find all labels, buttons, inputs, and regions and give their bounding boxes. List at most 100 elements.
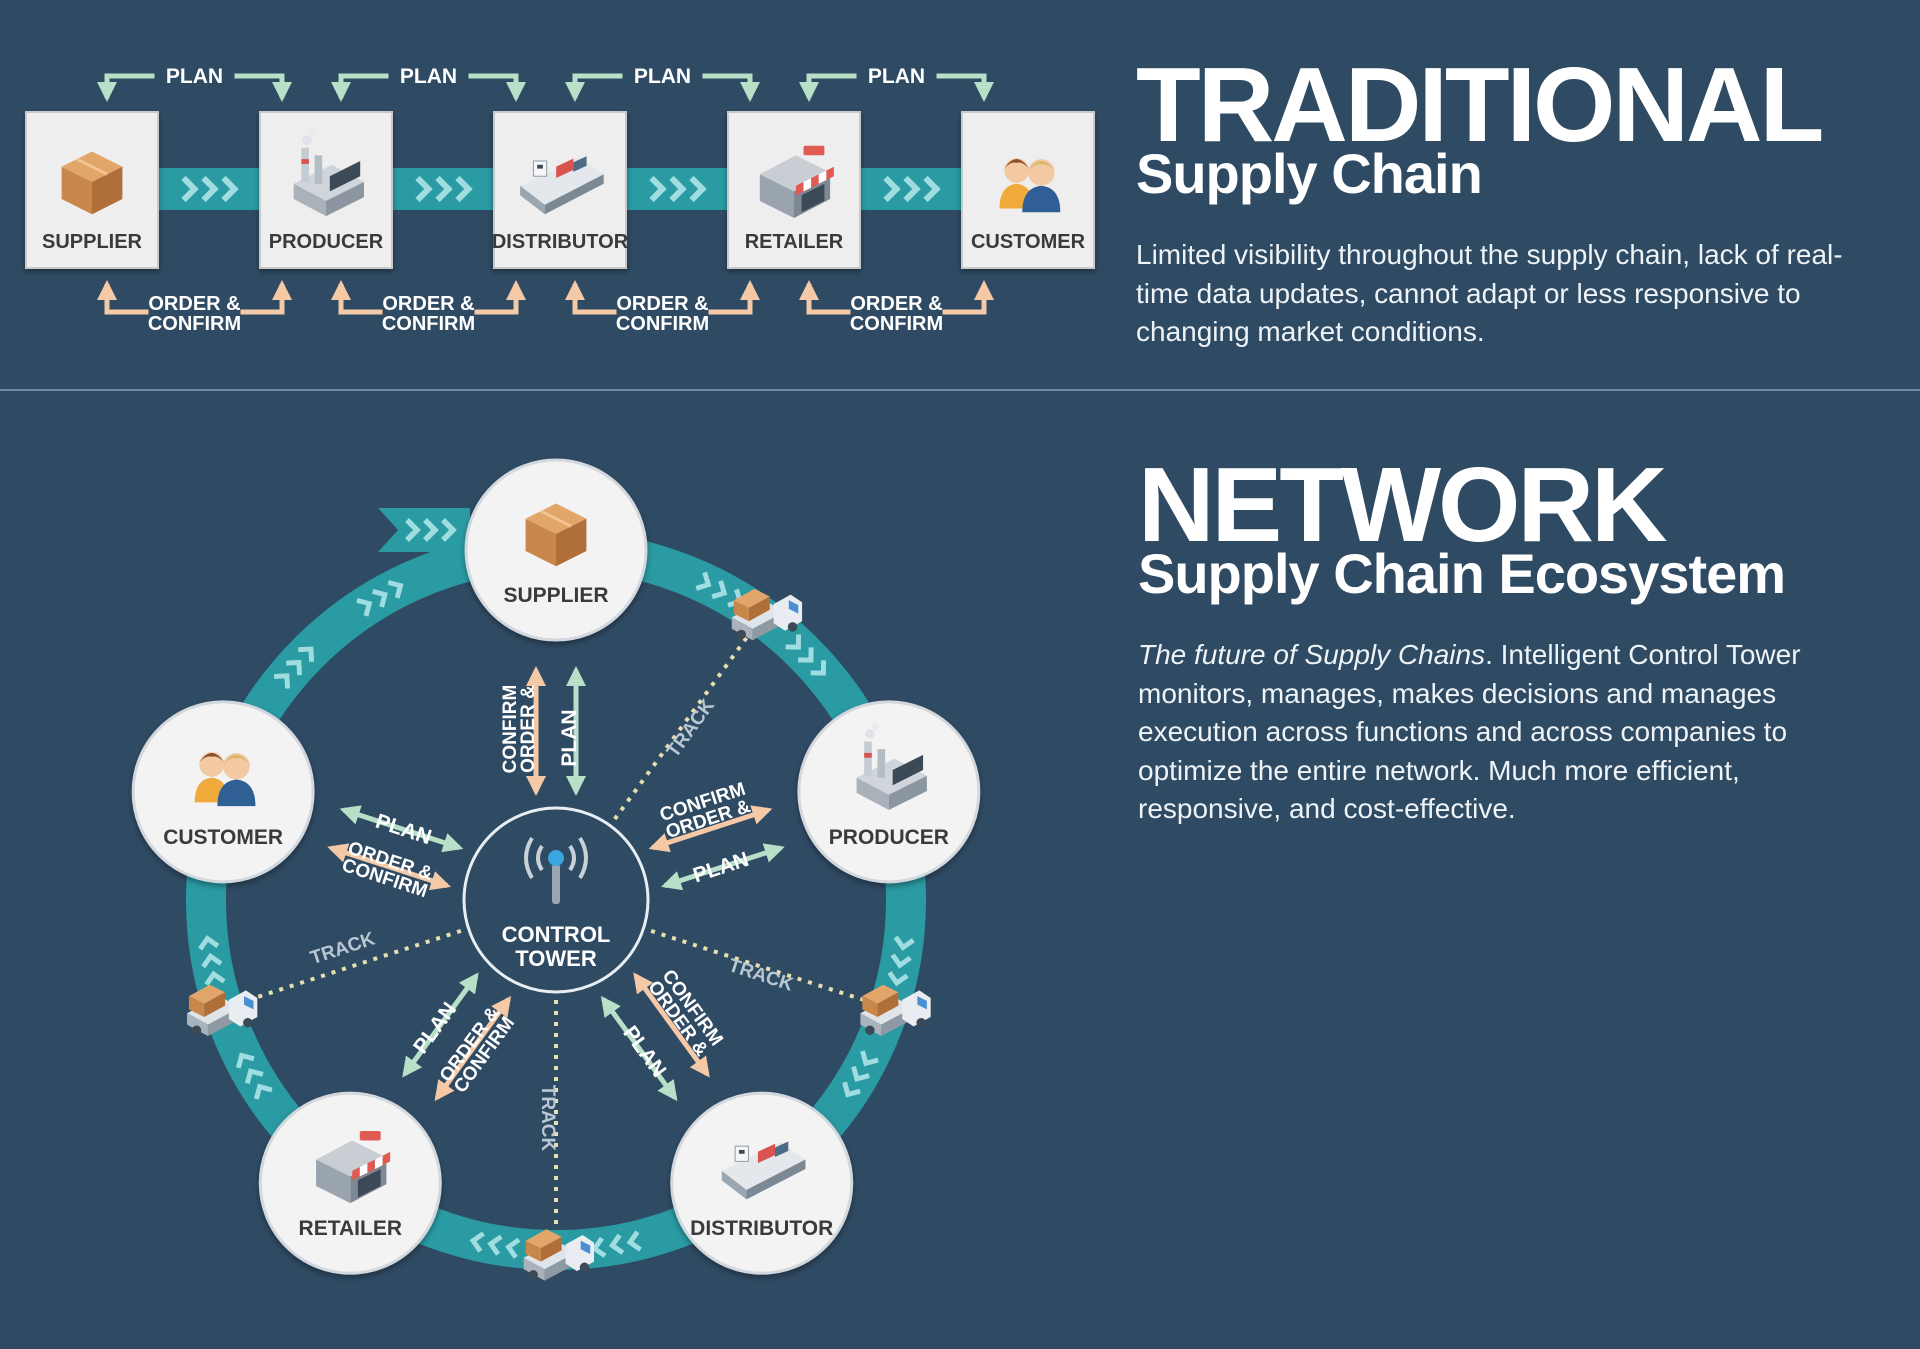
section-divider [0,389,1920,391]
order-arrow [648,805,773,853]
order-arrow [633,972,710,1078]
flow-chevrons [274,646,315,689]
order-connector: ORDER &CONFIRM [799,280,994,335]
network-node-label-distributor: DISTRIBUTOR [690,1217,833,1240]
track-label: TRACK [726,955,796,996]
ship-icon [520,156,604,215]
control-tower-label-line2: TOWER [515,946,597,971]
network-node-label-retailer: RETAILER [299,1217,402,1240]
truck-icon [187,984,258,1036]
people-icon [194,751,256,807]
track-label: TRACK [663,695,719,761]
traditional-node-label-customer: CUSTOMER [971,231,1086,253]
traditional-node-distributor: DISTRIBUTOR [492,111,629,269]
traditional-node-retailer: RETAILER [727,111,861,269]
network-node-producer: PRODUCER [797,700,981,884]
network-node-label-producer: PRODUCER [829,826,949,849]
flow-chevrons [649,175,707,203]
plan-connector: PLAN [799,65,994,102]
network-node-retailer: RETAILER [258,1091,442,1275]
plan-label: PLAN [634,65,691,88]
plan-arrow [661,843,785,891]
track-label: TRACK [537,1085,558,1152]
traditional-node-producer: PRODUCER [259,111,393,269]
network-subtitle: Supply Chain Ecosystem [1138,542,1786,605]
network-description-body: . Intelligent Control Tower monitors, ma… [1138,639,1801,824]
plan-label: PLAN [868,65,925,88]
network-node-label-customer: CUSTOMER [163,826,283,849]
plan-label: PLAN [690,848,751,888]
truck-icon [523,1229,594,1281]
order-arrow [434,995,512,1102]
order-arrow [327,843,451,891]
track-line [613,633,751,821]
traditional-node-label-producer: PRODUCER [269,231,384,253]
traditional-node-supplier: SUPPLIER [25,111,159,269]
plan-label: PLAN [166,65,223,88]
flow-chevrons [887,935,915,987]
order-connector: ORDER &CONFIRM [97,280,292,335]
network-description: The future of Supply Chains. Intelligent… [1138,636,1858,829]
plan-label: PLAN [618,1022,670,1082]
track-line [650,928,869,1004]
plan-connector: PLAN [331,65,526,102]
order-label-line2: CONFIRM [382,313,475,335]
order-label-line2: CONFIRM [500,685,521,774]
network-node-distributor: DISTRIBUTOR [670,1091,854,1275]
box-icon [61,151,123,215]
flow-chevrons [181,175,239,203]
truck-icon [731,588,803,641]
track-link: TRACK [523,1000,594,1281]
plan-label: PLAN [373,810,434,850]
flow-chevrons [405,518,457,542]
network-node-label-supplier: SUPPLIER [503,584,608,607]
plan-label: PLAN [400,65,457,88]
network-node-supplier: SUPPLIER [464,458,648,642]
order-label-line2: CONFIRM [616,313,709,335]
ship-icon [721,1141,806,1200]
flow-chevrons [235,1052,273,1100]
order-connector: ORDER &CONFIRM [331,280,526,335]
traditional-description: Limited visibility throughout the supply… [1136,239,1843,347]
order-label-line2: CONFIRM [148,313,241,335]
shop-icon [316,1130,391,1204]
network-entry-ribbon [378,508,470,552]
box-icon [525,503,587,567]
flow-chevrons [883,175,941,203]
order-connector: ORDER &CONFIRM [565,280,760,335]
network-node-customer: CUSTOMER [131,700,315,884]
order-label-line1: ORDER & [148,293,240,315]
plan-connector: PLAN [97,65,292,102]
order-label-line1: ORDER & [850,293,942,315]
flow-chevrons [356,579,404,617]
order-label-line2: CONFIRM [850,313,943,335]
network-description-lead: The future of Supply Chains [1138,639,1486,670]
order-label-line1: ORDER & [616,293,708,315]
plan-arrow [339,805,464,853]
flow-chevrons [469,1231,521,1259]
order-label-line1: ORDER & [518,685,539,773]
track-line [243,928,462,1004]
antenna-icon [524,836,588,904]
flow-chevrons [415,175,473,203]
traditional-node-label-retailer: RETAILER [745,231,844,253]
traditional-title: TRADITIONAL [1136,46,1824,164]
flow-chevrons [591,1230,642,1258]
truck-icon [860,984,931,1036]
traditional-node-customer: CUSTOMER [961,111,1095,269]
flow-chevrons [198,935,226,986]
shop-icon [759,145,834,218]
flow-chevrons [842,1050,879,1098]
track-label: TRACK [308,928,378,969]
track-link: TRACK [613,588,803,821]
people-icon [999,158,1061,213]
